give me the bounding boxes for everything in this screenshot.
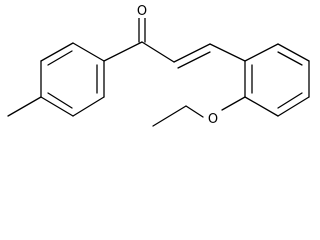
tolyl-ring	[40, 42, 105, 117]
bond	[40, 96, 74, 117]
bond	[244, 96, 279, 117]
ether-ethyl-bond	[185, 105, 204, 118]
bond-inner	[277, 92, 303, 109]
alkene-double-bond	[177, 51, 211, 69]
ether-oxygen-atom: O	[206, 110, 220, 127]
carbonyl-oxygen-label: O	[137, 4, 147, 19]
bond	[244, 43, 279, 62]
bond	[40, 42, 74, 62]
bond	[72, 96, 105, 117]
bond	[72, 42, 105, 62]
structure-diagram: O O	[7, 2, 310, 127]
bond-inner	[47, 92, 73, 109]
alkene-double-bond	[173, 43, 211, 63]
carbonyl-alpha-bond	[141, 41, 175, 63]
carbonyl-oxygen-atom: O	[135, 2, 149, 19]
aryl-ether-bond	[221, 96, 246, 111]
ether-oxygen-label: O	[208, 112, 218, 127]
bond	[277, 96, 310, 117]
methyl-bond	[7, 96, 42, 117]
bond	[277, 43, 310, 62]
bond-inner	[277, 51, 303, 66]
ethyl-bond	[152, 105, 187, 127]
bond-inner	[47, 50, 73, 66]
vinyl-aryl-bond	[209, 43, 246, 62]
aryl-carbonyl-bond	[103, 41, 143, 62]
ethoxyphenyl-ring	[244, 43, 310, 117]
